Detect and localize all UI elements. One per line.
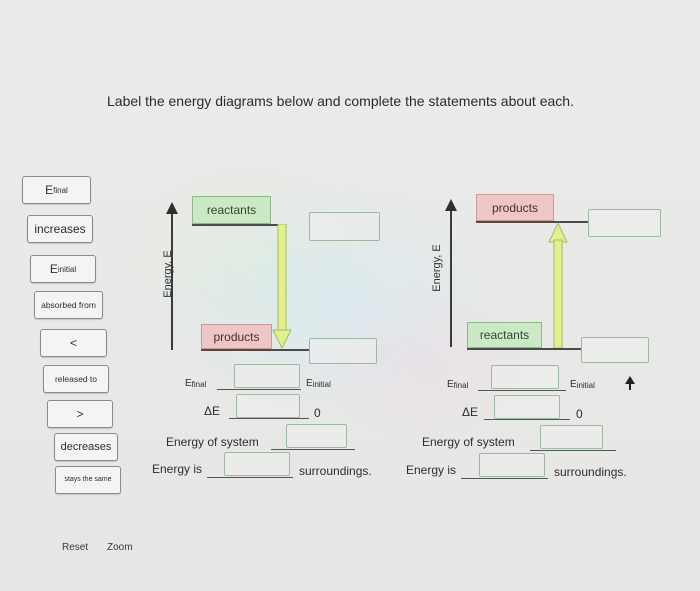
right-compare-einitial-sub: initial [576, 381, 595, 390]
dropzone-right-energy[interactable] [479, 453, 545, 477]
y-axis-right [450, 207, 452, 347]
left-compare-efinal-main: E [185, 378, 192, 389]
arrow-up-right-icon [548, 222, 568, 348]
chip-einitial-sub: initial [57, 264, 77, 274]
diagram-right-bottom-label: reactants [467, 322, 542, 348]
right-delta-underline [484, 419, 570, 420]
chip-decreases[interactable]: decreases [54, 433, 118, 461]
right-energy-underline [461, 478, 548, 479]
page-title: Label the energy diagrams below and comp… [107, 93, 574, 109]
y-axis-arrow-left-icon [166, 202, 178, 214]
chip-einitial-main: E [49, 262, 58, 276]
left-compare-einitial: Einitial [306, 378, 331, 389]
dropzone-right-system[interactable] [540, 425, 603, 449]
left-compare-efinal: Efinal [185, 378, 206, 389]
chip-efinal-sub: final [53, 185, 68, 195]
dropzone-left-compare[interactable] [234, 364, 300, 388]
chip-increases[interactable]: increases [27, 215, 93, 243]
left-compare-einitial-main: E [306, 378, 313, 389]
right-compare-underline [478, 390, 566, 391]
left-compare-einitial-sub: initial [312, 380, 331, 389]
energy-level-right-top [476, 221, 588, 223]
left-energy-is: Energy is [152, 462, 203, 476]
dropzone-left-bottom[interactable] [309, 338, 377, 364]
left-compare-efinal-sub: final [191, 380, 207, 389]
left-statement-underline [271, 449, 355, 450]
left-delta-value: 0 [314, 406, 321, 420]
dropzone-right-compare[interactable] [491, 365, 559, 389]
y-axis-label-left: Energy, E [162, 250, 174, 298]
diagram-left-bottom-label: products [201, 324, 272, 349]
dropzone-right-delta[interactable] [494, 395, 560, 419]
diagram-left-top-label: reactants [192, 196, 271, 224]
dropzone-right-bottom[interactable] [581, 337, 649, 363]
chip-stays-the-same[interactable]: stays the same [55, 466, 121, 494]
left-surroundings: surroundings. [299, 464, 372, 478]
dropzone-right-top[interactable] [588, 209, 661, 237]
energy-level-left-top [192, 224, 280, 226]
chip-less-than[interactable]: < [40, 329, 107, 357]
chip-absorbed-from[interactable]: absorbed from [34, 291, 103, 319]
chip-efinal-main: E [45, 183, 54, 197]
mouse-cursor-icon [625, 376, 635, 390]
arrow-down-left-icon [272, 224, 292, 350]
left-statement-system: Energy of system [166, 435, 259, 449]
y-axis-arrow-right-icon [445, 199, 457, 211]
y-axis-label-right: Energy, E [431, 244, 443, 292]
right-statement-system: Energy of system [422, 435, 515, 449]
y-axis-left [171, 212, 173, 350]
dropzone-left-delta[interactable] [236, 394, 300, 418]
right-compare-efinal: Efinal [447, 379, 468, 390]
left-delta-underline [229, 418, 309, 419]
right-compare-efinal-main: E [447, 379, 454, 390]
right-energy-is: Energy is [406, 463, 457, 477]
chip-greater-than[interactable]: > [47, 400, 113, 428]
chip-released-to[interactable]: released to [43, 365, 109, 393]
right-delta-value: 0 [576, 407, 583, 421]
right-delta-label: ΔE [462, 405, 479, 419]
left-energy-underline [207, 477, 293, 478]
zoom-button[interactable]: Zoom [107, 542, 133, 553]
right-compare-efinal-sub: final [453, 381, 469, 390]
diagram-right-top-label: products [476, 194, 554, 221]
dropzone-left-top[interactable] [309, 212, 380, 241]
left-delta-label: ΔE [204, 404, 221, 418]
right-statement-underline [530, 450, 616, 451]
energy-level-right-bottom [467, 348, 582, 350]
left-compare-underline [217, 389, 301, 390]
right-compare-einitial-main: E [570, 379, 577, 390]
energy-level-left-bottom [201, 349, 309, 351]
reset-button[interactable]: Reset [62, 542, 89, 553]
right-compare-einitial: Einitial [570, 379, 595, 390]
dropzone-left-energy[interactable] [224, 452, 290, 476]
right-surroundings: surroundings. [554, 465, 627, 479]
dropzone-left-system[interactable] [286, 424, 347, 448]
